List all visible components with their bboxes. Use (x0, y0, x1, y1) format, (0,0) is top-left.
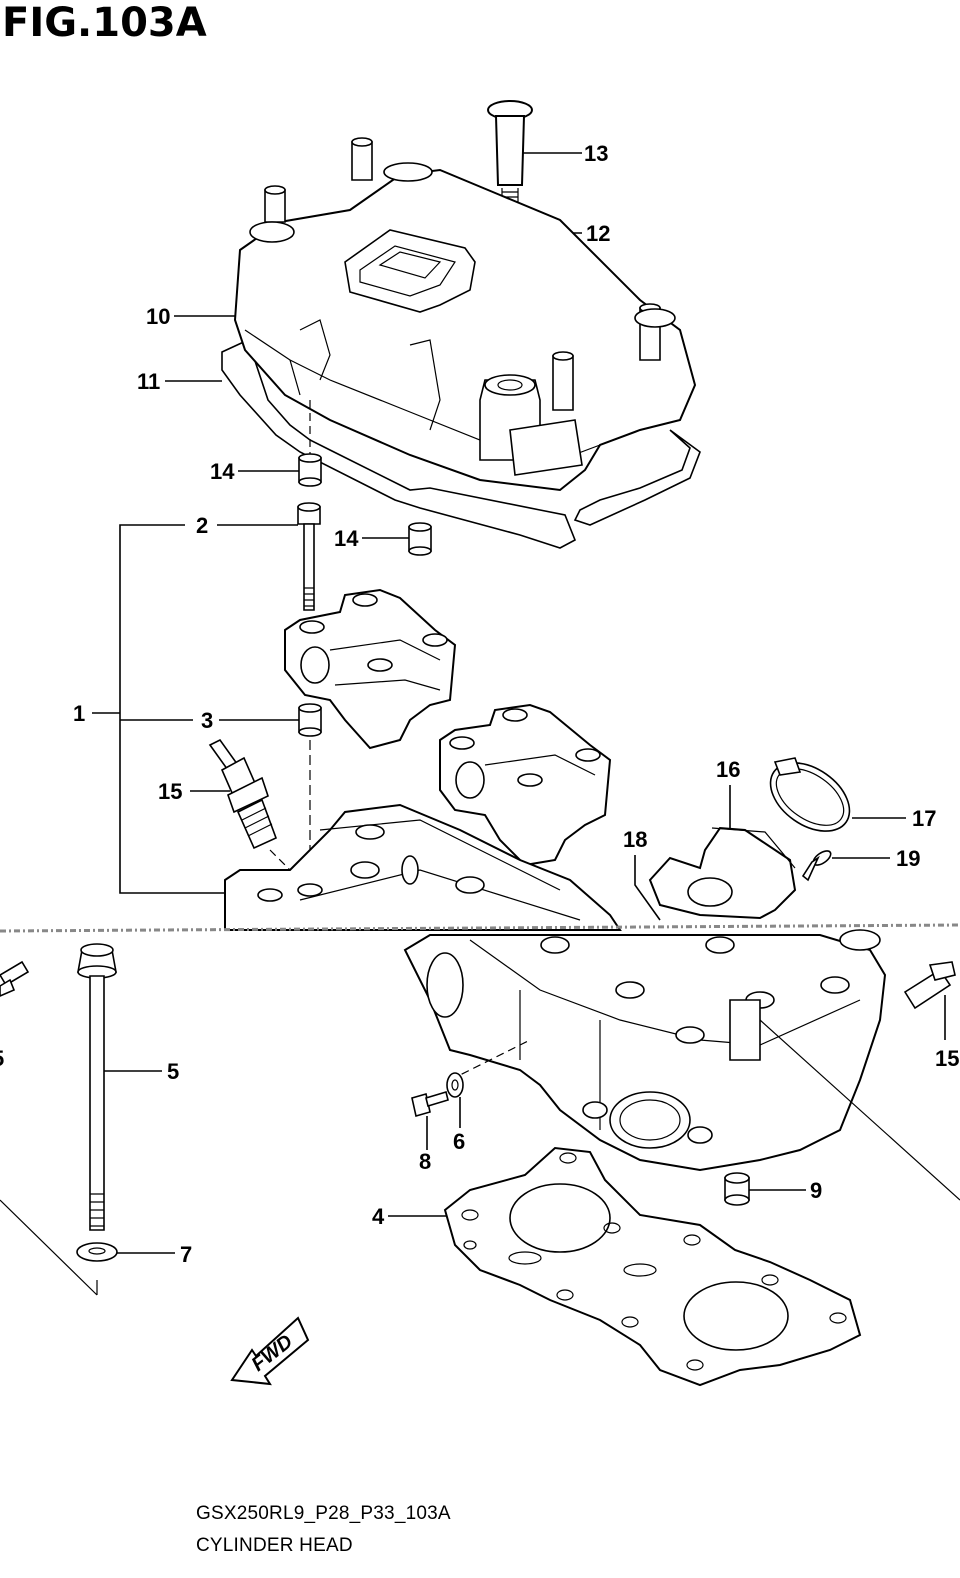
part-14-dowel-pin-b[interactable] (408, 522, 432, 556)
part-6-washer[interactable] (446, 1072, 464, 1098)
part-19-screw[interactable] (801, 848, 833, 882)
callout-9[interactable]: 9 (810, 1178, 822, 1203)
callout-2[interactable]: 2 (196, 513, 208, 538)
part-15-spark-plug-left[interactable] (0, 960, 30, 997)
callout-18[interactable]: 18 (623, 827, 647, 852)
callout-1[interactable]: 1 (73, 701, 85, 726)
part-10-head-cover[interactable] (233, 137, 697, 492)
callout-3[interactable]: 3 (201, 708, 213, 733)
part-8-bolt[interactable] (411, 1090, 449, 1118)
part-4-cylinder-head-gasket[interactable] (443, 1146, 862, 1387)
callout-12[interactable]: 12 (586, 221, 610, 246)
part-3-dowel-pin[interactable] (298, 703, 322, 737)
callout-10[interactable]: 10 (146, 304, 170, 329)
part-5-cylinder-head-bolt[interactable] (77, 943, 117, 1231)
part-7-washer[interactable] (76, 1242, 118, 1262)
callout-5-left-edge[interactable]: 5 (0, 1046, 4, 1071)
callout-19[interactable]: 19 (896, 846, 920, 871)
part-2-camshaft-holder-bolt[interactable] (297, 502, 321, 611)
part-11-cover-gasket[interactable] (221, 338, 701, 549)
callout-5[interactable]: 5 (167, 1059, 179, 1084)
callout-4[interactable]: 4 (372, 1204, 385, 1229)
callout-14-b[interactable]: 14 (334, 526, 359, 551)
camshaft-holder-lower[interactable] (439, 703, 612, 867)
callout-6[interactable]: 6 (453, 1129, 465, 1154)
part-15-spark-plug[interactable] (208, 738, 278, 850)
callout-7[interactable]: 7 (180, 1242, 192, 1267)
part-13-bolt[interactable] (487, 100, 533, 212)
callout-11[interactable]: 11 (137, 369, 160, 394)
scan-seam (0, 923, 960, 933)
model-code: GSX250RL9_P28_P33_103A (196, 1503, 451, 1524)
part-9-dowel-pin[interactable] (724, 1172, 750, 1206)
part-14-dowel-pin-a[interactable] (298, 453, 322, 487)
callout-8[interactable]: 8 (419, 1149, 431, 1174)
fwd-direction-arrow: FWD (230, 1316, 310, 1386)
callout-14-a[interactable]: 14 (210, 459, 235, 484)
diagram-caption: CYLINDER HEAD (196, 1535, 353, 1556)
callout-15-a[interactable]: 15 (158, 779, 182, 804)
part-15-spark-plug-right[interactable] (903, 961, 956, 1010)
figure-title: FIG.103A (2, 0, 207, 46)
callout-13[interactable]: 13 (584, 141, 608, 166)
callout-15-c[interactable]: 15 (935, 1046, 959, 1071)
part-16-intake-pipe[interactable] (648, 826, 797, 920)
part-17-clamp[interactable] (758, 749, 862, 845)
callout-17[interactable]: 17 (912, 806, 936, 831)
cylinder-head-lower-view[interactable] (403, 929, 887, 1172)
cylinder-head-upper-view[interactable] (224, 803, 622, 931)
camshaft-holder-upper[interactable] (284, 588, 457, 750)
callout-16[interactable]: 16 (716, 757, 740, 782)
